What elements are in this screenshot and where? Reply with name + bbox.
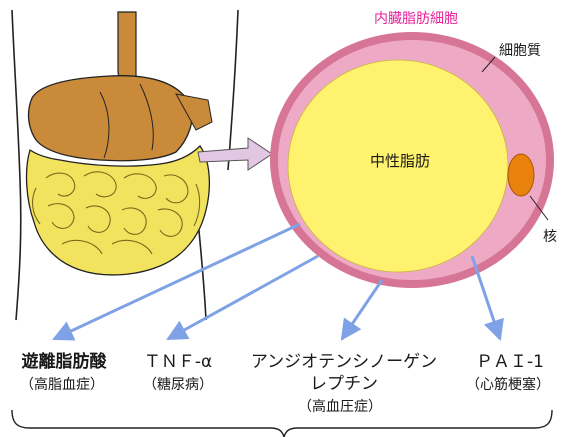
big-arrow: [198, 138, 272, 170]
secretion-angiotensinogen-name: アンジオテンシノーゲン: [251, 354, 437, 371]
secretion-ffa-name: 遊離脂肪酸: [22, 354, 107, 371]
cytoplasm-label: 細胞質: [499, 44, 541, 58]
intestine-shape: [27, 146, 210, 275]
fat-label: 中性脂肪: [370, 154, 430, 169]
secretion-pai1-effect: （心筋梗塞）: [466, 378, 550, 392]
bottom-brace: [12, 410, 552, 437]
torso-illustration: [12, 10, 238, 320]
liver-shape: [29, 76, 193, 161]
secretion-pai1-name: ＰＡＩ-1: [476, 354, 544, 371]
secretion-tnf-name: ＴＮＦ-α: [144, 354, 212, 371]
secretion-ffa-effect: （高脂血症）: [20, 378, 104, 392]
secretion-leptin-name: レプチン: [310, 376, 378, 393]
nucleus-label: 核: [543, 230, 557, 244]
diagram-title: 内臓脂肪細胞: [374, 12, 458, 26]
secretion-angiotensinogen-effect: （高血圧症）: [298, 400, 382, 414]
secretion-tnf-effect: （糖尿病）: [143, 378, 213, 392]
nucleus-shape: [508, 154, 534, 196]
